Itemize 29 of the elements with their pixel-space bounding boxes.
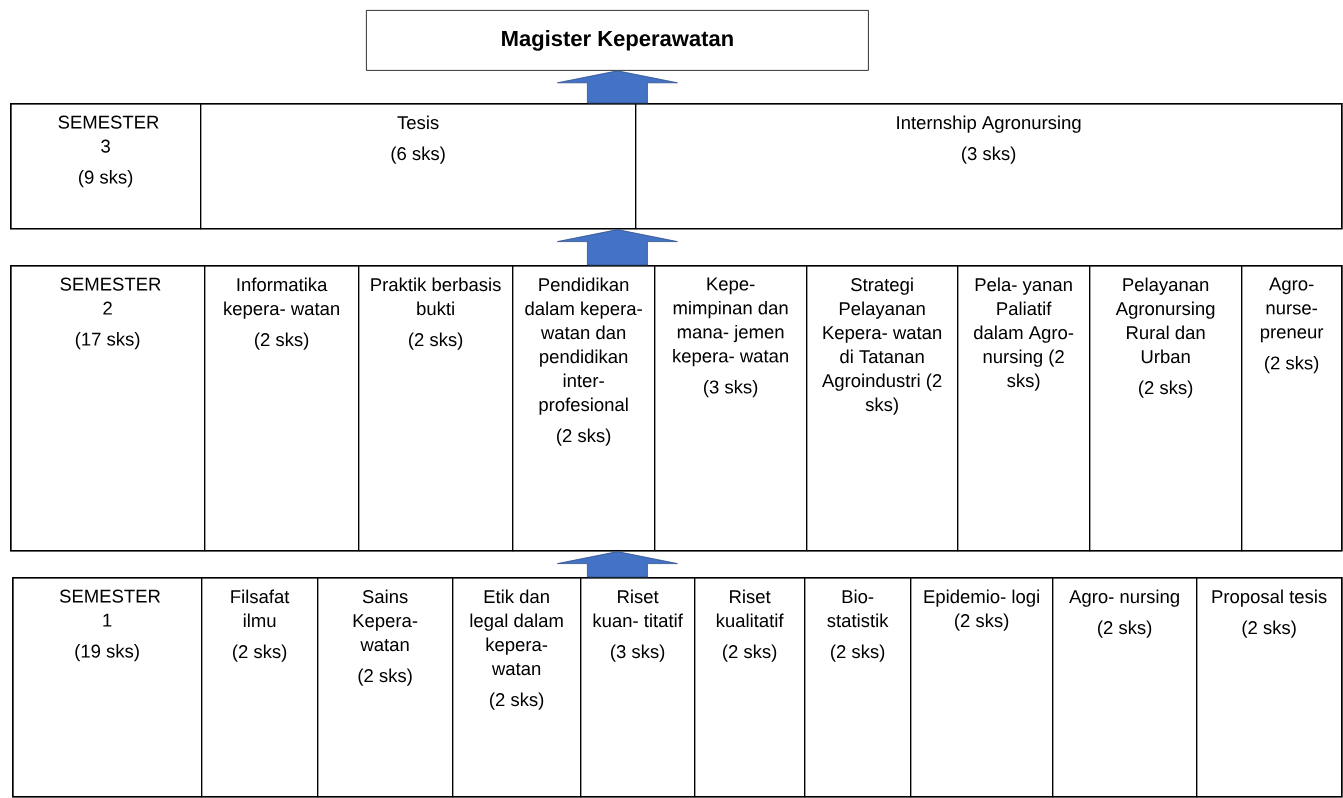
semester-label-cell: SEMESTER 2 (17 sks) [10,265,206,552]
semester-label-cell: SEMESTER 1 (19 sks) [12,577,203,798]
course-cell: Epidemio- logi (2 sks) [910,577,1054,798]
semester-table [10,265,1343,552]
course-cell: Agro- nursing (2 sks) [1052,577,1198,798]
semester-table [10,103,1343,230]
course-cell: Pela- yanan Paliatif dalam Agro- nursing (2 sks) [957,265,1091,552]
course-cell: Proposal tesis (2 sks) [1196,577,1343,798]
course-cell: Tesis (6 sks) [200,103,637,230]
course-cell: Strategi Pelayanan Kepera- watan di Tatanan Agroindustri (2 sks) [806,265,959,552]
course-cell: Bio- statistik (2 sks) [804,577,912,798]
course-cell: Filsafat ilmu (2 sks) [201,577,319,798]
course-cell: Agro- nurse- preneur (2 sks) [1241,265,1343,552]
block-arrow [557,70,678,104]
course-cell: Riset kualitatif (2 sks) [694,577,806,798]
course-cell: Kepe- mimpinan dan mana- jemen kepera- watan (3 sks) [654,265,808,552]
course-cell: Pendidikan dalam kepera- watan dan pendidikan inter- profesional (2 sks) [512,265,656,552]
block-arrow [557,229,678,266]
course-cell: Informatika kepera- watan (2 sks) [204,265,360,552]
course-cell: Internship Agronursing (3 sks) [635,103,1343,230]
title-box: Magister Keperawatan [366,10,869,71]
course-cell: Pelayanan Agronursing Rural dan Urban (2 sks) [1089,265,1243,552]
course-cell: Riset kuan- titatif (3 sks) [580,577,696,798]
course-cell: Sains Kepera- watan (2 sks) [317,577,454,798]
semester-label-cell: SEMESTER 3 (9 sks) [10,103,202,230]
block-arrow [557,551,678,578]
course-cell: Praktik berbasis bukti (2 sks) [358,265,514,552]
semester-table [12,577,1343,798]
course-cell: Etik dan legal dalam kepera- watan (2 sks) [452,577,582,798]
